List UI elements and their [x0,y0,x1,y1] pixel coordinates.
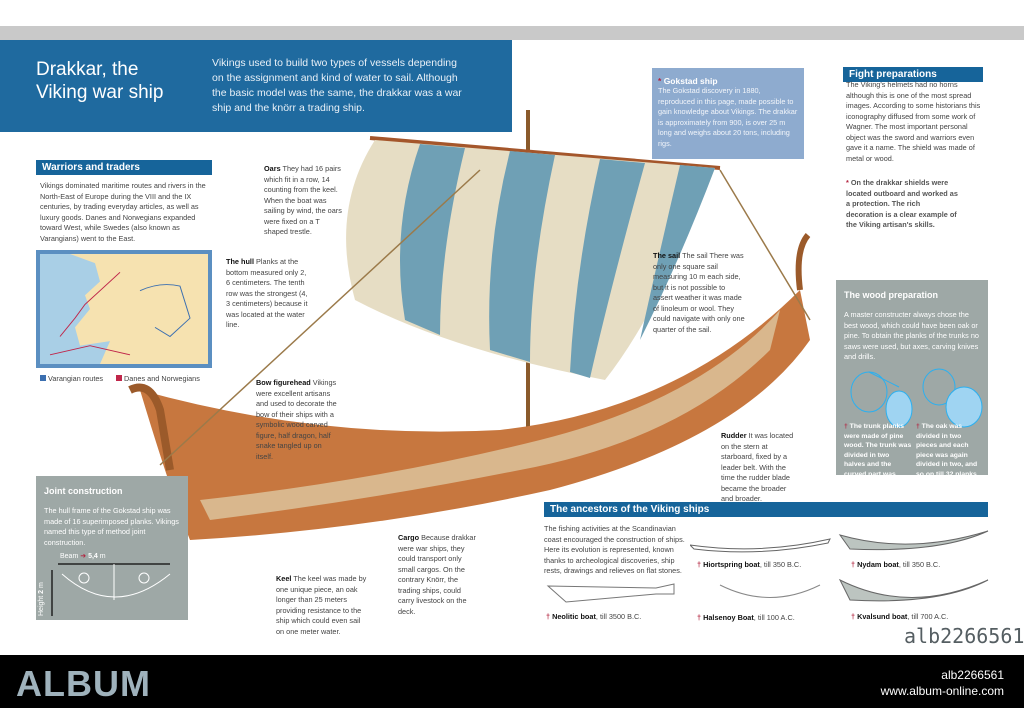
cargo-callout: Cargo Because drakkar were war ships, th… [398,533,476,616]
wood-caption-1: † The trunk planks were made of pine woo… [844,423,912,487]
ancestors-text: The fishing activities at the Scandinavi… [544,524,685,575]
footer-id: alb2266561 [941,668,1004,682]
title-box: Drakkar, the Viking war ship Vikings use… [0,40,512,132]
keel-callout: Keel The keel was made by one unique pie… [276,574,367,636]
gokstad-box: * Gokstad ship The Gokstad discovery in … [652,68,804,159]
neolitic-boat-drawing [546,583,675,603]
beam-dimension: Beam ➜ 5,4 m [60,553,106,560]
star-icon: * [658,76,662,86]
oars-callout: Oars They had 16 pairs which fit in a ro… [264,164,342,236]
fight-note: * On the drakkar shields were located ou… [846,178,958,229]
warriors-heading: Warriors and traders [36,160,212,175]
ancestors-heading: The ancestors of the Viking ships [544,502,988,517]
joint-heading: Joint construction [44,486,123,496]
wood-text: A master constructer always chose the be… [844,310,979,361]
album-logo: ALBUM [16,663,151,704]
boat-kvalsund: † Kvalsund boat, till 700 A.C. [851,612,949,621]
bow-figurehead-callout: Bow figurehead Vikings were excellent ar… [256,378,337,461]
top-band [0,26,1024,40]
joint-box: Joint construction The hull frame of the… [36,476,188,620]
ancestor-boat-drawings [690,530,989,602]
boat-hiortspring: † Hiortspring boat, till 350 B.C. [697,560,802,569]
hull-callout: The hull Planks at the bottom measured o… [226,257,308,329]
rudder-callout: Rudder It was located on the stern at st… [721,431,794,503]
legend-danes: Danes and Norwegians [116,374,200,383]
height-dimension: Height 2 m [38,582,45,616]
image-id-large: alb2266561 [904,624,1024,648]
hull-cross-section [51,563,171,616]
warriors-text: Vikings dominated maritime routes and ri… [40,181,206,243]
gokstad-text: The Gokstad discovery in 1880, reproduce… [658,86,798,148]
boat-neolitic: † Neolitic boat, till 3500 B.C. [546,612,642,621]
wood-heading: The wood preparation [844,290,939,300]
boat-halsenoy: † Halsenoy Boat, till 100 A.C. [697,613,795,622]
log-diagrams [850,368,983,427]
footer-bar: ALBUM alb2266561 www.album-online.com [0,655,1024,708]
page-title: Drakkar, the Viking war ship [36,59,164,103]
fight-heading: Fight preparations [843,67,983,82]
footer-info: alb2266561 www.album-online.com [881,667,1004,699]
footer-url[interactable]: www.album-online.com [880,684,1004,698]
boat-nydam: † Nydam boat, till 350 B.C. [851,560,941,569]
legend-varangian: Varangian routes [40,374,103,383]
viking-ship-illustration [128,110,811,540]
wood-box: The wood preparation A master constructe… [836,280,988,487]
fight-text: The Viking's helmets had no horns althou… [846,80,981,163]
intro-text: Vikings used to build two types of vesse… [212,57,462,114]
sail-callout: The sail The sail There was only one squ… [653,251,745,334]
europe-map [36,250,212,368]
joint-text: The hull frame of the Gokstad ship was m… [44,506,179,547]
wood-caption-2: † The oak was divided in two pieces and … [916,423,978,487]
gokstad-heading: Gokstad ship [663,76,718,86]
